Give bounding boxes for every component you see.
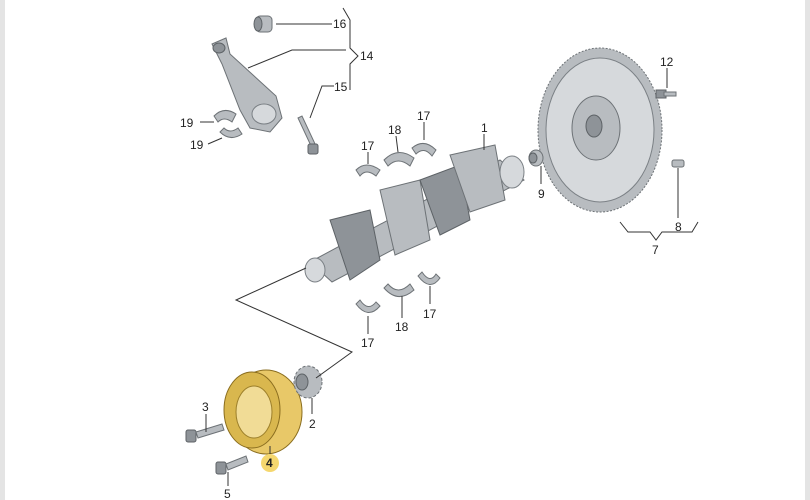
bolt-part-5[interactable]	[215, 455, 249, 475]
callout-8[interactable]: 8	[675, 220, 682, 234]
leader-lines	[200, 7, 699, 486]
callout-18[interactable]: 18	[388, 123, 402, 137]
callout-2[interactable]: 2	[309, 417, 316, 431]
left-border	[0, 0, 5, 500]
flywheel-part-7[interactable]	[537, 47, 663, 213]
sprocket-part-2[interactable]	[293, 365, 323, 399]
callout-9[interactable]: 9	[538, 187, 545, 201]
callout-12[interactable]: 12	[660, 55, 674, 69]
dowel-pin-part-8[interactable]	[671, 159, 685, 168]
flywheel-bolt-part-12[interactable]	[655, 89, 677, 99]
callout-19[interactable]: 19	[190, 138, 204, 152]
callout-17[interactable]: 17	[361, 336, 375, 350]
callout-15[interactable]: 15	[334, 80, 348, 94]
callout-5[interactable]: 5	[224, 487, 231, 500]
callout-1[interactable]: 1	[481, 121, 488, 135]
callout-16[interactable]: 16	[333, 17, 347, 31]
right-border	[805, 0, 810, 500]
bolt-part-3[interactable]	[185, 423, 225, 443]
bushing-part-16[interactable]	[253, 15, 273, 33]
connecting-rod-part-14[interactable]	[211, 37, 283, 133]
callout-7[interactable]: 7	[652, 243, 659, 257]
bearing-shell-part-19[interactable]	[213, 110, 243, 138]
callout-3[interactable]: 3	[202, 400, 209, 414]
highlight-marker	[261, 454, 279, 472]
needle-bearing-part-9[interactable]	[528, 149, 544, 167]
callout-18[interactable]: 18	[395, 320, 409, 334]
crankshaft-part-1[interactable]	[304, 144, 525, 283]
callout-17[interactable]: 17	[423, 307, 437, 321]
rod-bolt-part-15[interactable]	[297, 115, 319, 155]
callout-17[interactable]: 17	[417, 109, 431, 123]
pulley-part-4[interactable]	[223, 369, 303, 455]
callout-17[interactable]: 17	[361, 139, 375, 153]
upper-bearing-shells[interactable]	[355, 143, 437, 177]
callout-4[interactable]: 4	[266, 456, 273, 470]
lower-bearing-shells[interactable]	[355, 271, 441, 313]
callout-19[interactable]: 19	[180, 116, 194, 130]
callout-14[interactable]: 14	[360, 49, 374, 63]
